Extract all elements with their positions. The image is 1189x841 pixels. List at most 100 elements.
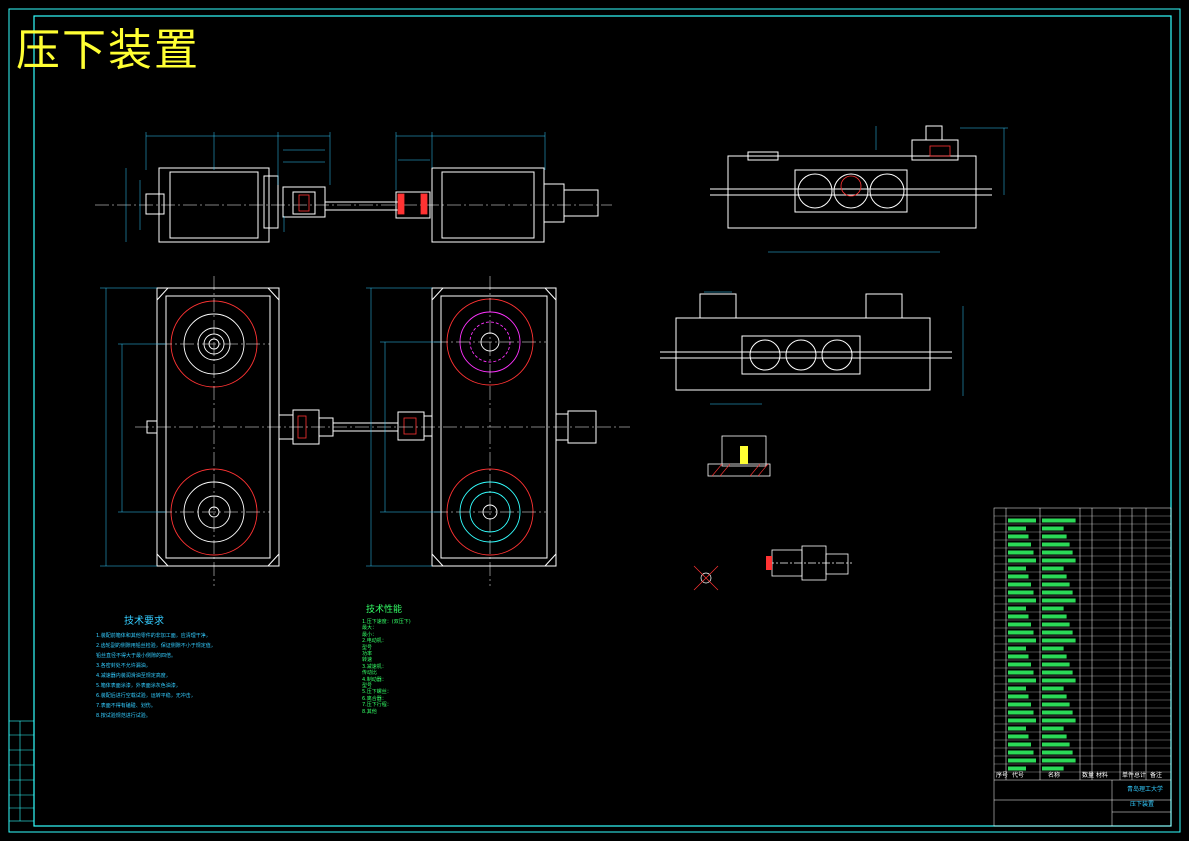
tech-requirement-item: 8.按试验规范进行试验。	[96, 713, 151, 719]
parts-list-header-cell: 材料	[1096, 772, 1109, 779]
front-dimensions	[125, 132, 546, 242]
parts-list-cell-text	[1042, 614, 1067, 619]
parts-list-cell-text	[1042, 574, 1067, 579]
parts-list-cell-text	[1008, 614, 1029, 619]
parts-list-cell-text	[1042, 534, 1067, 539]
tech-requirement-item: 1.装配前箱体和其他零件的非加工面，应清理干净，	[96, 633, 211, 639]
parts-list-cell-text	[1008, 542, 1031, 547]
parts-list-cell-text	[1042, 718, 1076, 723]
inner-border	[33, 15, 1172, 827]
parts-list-cell-text	[1042, 638, 1076, 643]
parts-list-cell-text	[1008, 766, 1026, 771]
parts-list-cell-text	[1008, 702, 1031, 707]
parts-list-cell-text	[1008, 534, 1029, 539]
parts-list-cell-text	[1008, 646, 1026, 651]
parts-list-cell-text	[1008, 566, 1026, 571]
side-view-a-hidden	[840, 145, 951, 197]
side-view-b-dims	[704, 291, 964, 405]
parts-list-cell-text	[1042, 726, 1064, 731]
school-name: 青岛理工大学	[1127, 786, 1164, 793]
parts-list-cell-text	[1008, 694, 1029, 699]
tech-spec-item: 5.压下螺丝：	[362, 689, 392, 696]
parts-list-cell-text	[1008, 686, 1026, 691]
parts-list-cell-text	[1042, 654, 1067, 659]
front-hidden-lines	[298, 193, 428, 215]
tech-requirement-item: 6.装配后进行空载试验，运转平稳，无冲击，	[96, 693, 196, 699]
parts-list-cell-text	[1008, 606, 1026, 611]
tech-spec-item: 最大：	[362, 625, 378, 632]
tech-spec-item: 转速	[362, 657, 373, 664]
parts-list-cell-text	[1042, 734, 1067, 739]
parts-list-cell-text	[1042, 566, 1064, 571]
parts-list-header-cell: 名称	[1048, 772, 1061, 779]
parts-list-cell-text	[1042, 694, 1067, 699]
side-view-a-dims	[768, 126, 1008, 253]
tech-spec-item: 2.电动机：	[362, 638, 387, 645]
tech-spec-item: 功率	[362, 651, 373, 657]
parts-list-cell-text	[1042, 630, 1073, 635]
plan-dimensions	[100, 287, 441, 567]
parts-list-cell-text	[1042, 686, 1064, 691]
parts-list-cell-text	[1042, 598, 1076, 603]
plan-centerlines	[135, 276, 630, 586]
tech-spec-item: 8.其他	[362, 708, 377, 715]
parts-list-cell-text	[1042, 550, 1073, 555]
parts-list-cell-text	[1008, 710, 1034, 715]
parts-list-cell-text	[1042, 558, 1076, 563]
tech-spec-item: 1.压下速度：(双压下)	[362, 619, 411, 625]
parts-list-cell-text	[1042, 678, 1076, 683]
parts-list-cell-text	[1008, 590, 1034, 595]
parts-list-header-cell: 备注	[1150, 772, 1163, 779]
parts-list-cell-text	[1042, 742, 1070, 747]
parts-list-cells	[1008, 518, 1076, 771]
parts-list-cell-text	[1042, 646, 1064, 651]
parts-list-cell-text	[1042, 670, 1073, 675]
tech-spec-item: 7.压下行程：	[362, 702, 392, 709]
parts-list-cell-text	[1008, 750, 1034, 755]
parts-list-cell-text	[1042, 758, 1076, 763]
tech-requirements-heading: 技术要求	[124, 616, 164, 627]
parts-list-cell-text	[1008, 718, 1036, 723]
parts-list-cell-text	[1042, 526, 1064, 531]
parts-list-cell-text	[1042, 590, 1073, 595]
parts-list-cell-text	[1042, 662, 1070, 667]
parts-list-cell-text	[1008, 742, 1031, 747]
section-c-detail	[766, 545, 852, 581]
tech-spec-item: 型号	[362, 683, 373, 689]
cross-detail	[693, 565, 719, 591]
parts-list-cell-text	[1008, 662, 1031, 667]
parts-list-header-cell: 总计	[1134, 772, 1147, 779]
parts-list-cell-text	[1042, 750, 1073, 755]
side-view-b	[660, 293, 952, 391]
parts-list-cell-text	[1008, 734, 1029, 739]
parts-list-cell-text	[1042, 582, 1070, 587]
parts-list-cell-text	[1008, 550, 1034, 555]
tech-requirement-item: 7.表面不得有磕碰、划伤。	[96, 703, 156, 709]
binding-strip	[8, 720, 35, 822]
parts-list-header-cell: 单件	[1122, 772, 1135, 779]
parts-list-cell-text	[1042, 710, 1073, 715]
tech-spec-item: 型号	[362, 644, 373, 651]
detail-section-hatch	[711, 463, 769, 477]
parts-list-cell-text	[1042, 542, 1070, 547]
parts-list-cell-text	[1042, 606, 1064, 611]
tech-requirement-item: 4.减速器内装润滑油至规定高度，	[96, 673, 171, 679]
parts-list-cell-text	[1008, 582, 1031, 587]
parts-list-cell-text	[1008, 526, 1026, 531]
parts-list-cell-text	[1042, 518, 1076, 523]
tech-specs-heading: 技术性能	[366, 605, 403, 615]
tech-spec-item: 4.制动器：	[362, 676, 387, 683]
drawing-title: 压下装置	[16, 25, 200, 76]
parts-list-cell-text	[1008, 630, 1034, 635]
parts-list-header-cell: 数量	[1082, 772, 1095, 779]
parts-list-cell-text	[1008, 670, 1034, 675]
drawing-name: 压下装置	[1130, 801, 1155, 808]
parts-list-cell-text	[1008, 758, 1036, 763]
parts-list-cell-text	[1008, 518, 1036, 523]
parts-list-cell-text	[1008, 654, 1029, 659]
parts-list-rows	[994, 515, 1171, 773]
tech-spec-item: 传动比	[362, 670, 378, 677]
tech-requirement-item: 2.齿轮副的侧隙用铅丝检验，保证侧隙不小于规定值，	[96, 643, 216, 649]
parts-list-cell-text	[1008, 726, 1026, 731]
